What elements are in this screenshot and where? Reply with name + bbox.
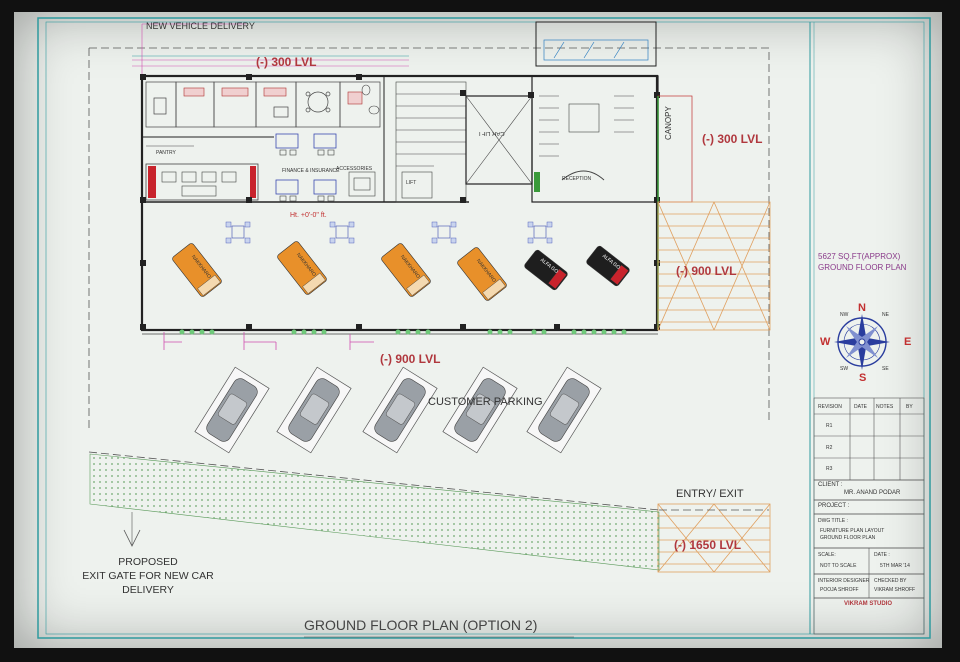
client-name: MR. ANAND PODAR <box>844 490 901 496</box>
area-label: 5627 SQ.FT(APPROX) <box>818 252 901 261</box>
compass-n: N <box>858 302 866 314</box>
finance-insurance-label: FINANCE & INSURANCE <box>282 168 340 174</box>
parked-car <box>362 366 438 454</box>
designer-name: POOJA SHROFF <box>820 587 859 593</box>
compass-icon <box>834 314 890 370</box>
proposed-line-2: EXIT GATE FOR NEW CAR <box>82 570 214 582</box>
compass-e: E <box>904 336 912 348</box>
dwg-title-label: DWG TITLE : <box>818 518 848 524</box>
accessories-label: ACCESSORIES <box>336 166 373 172</box>
pantry-label: PANTRY <box>156 150 176 156</box>
designer-label: INTERIOR DESIGNER <box>818 578 870 584</box>
rev-r2: R2 <box>826 445 833 451</box>
project-label: PROJECT : <box>818 503 850 509</box>
display-car: ALFA GO <box>586 245 630 287</box>
canopy-label: CANOPY <box>664 106 673 140</box>
compass-se: SE <box>882 366 889 372</box>
drawing-sheet: NAKKHARO NAKKHARO NAKKHARO NAKKHARO ALFA GO A… <box>14 12 942 648</box>
parked-car <box>442 366 518 454</box>
compass-w: W <box>820 336 831 348</box>
level-300-right-label: (-) 300 LVL <box>702 132 763 146</box>
customer-parking-cars <box>194 366 602 454</box>
level-900-bottom-label: (-) 900 LVL <box>380 352 441 366</box>
date-label: DATE : <box>874 552 890 558</box>
dwg-title-2: GROUND FLOOR PLAN <box>820 535 876 541</box>
display-car: NAKKHARO <box>277 241 327 295</box>
level-900-right-label: (-) 900 LVL <box>676 264 737 278</box>
display-car: NAKKHARO <box>457 247 507 301</box>
new-vehicle-delivery-label: NEW VEHICLE DELIVERY <box>146 21 255 31</box>
client-label: CLIENT : <box>818 482 843 488</box>
showroom-display-cars: NAKKHARO NAKKHARO NAKKHARO NAKKHARO ALFA GO A… <box>172 241 630 301</box>
floor-label: GROUND FLOOR PLAN <box>818 263 907 272</box>
customer-parking-label: CUSTOMER PARKING <box>428 396 543 408</box>
height-note: Ht. +0'-0" ft. <box>290 212 327 219</box>
rev-header-notes: NOTES <box>876 404 894 410</box>
parked-car <box>194 366 270 454</box>
date-value: 5TH MAR '14 <box>880 563 910 569</box>
proposed-line-1: PROPOSED <box>118 556 178 568</box>
scale-value: NOT TO SCALE <box>820 563 857 569</box>
checked-label: CHECKED BY <box>874 578 907 584</box>
checked-name: VIKRAM SHROFF <box>874 587 916 593</box>
scale-label: SCALE: <box>818 552 836 558</box>
rev-r3: R3 <box>826 466 833 472</box>
floor-plan-drawing: NAKKHARO NAKKHARO NAKKHARO NAKKHARO ALFA GO A… <box>37 17 931 639</box>
level-300-top-label: (-) 300 LVL <box>256 55 317 69</box>
dwg-title-1: FURNITURE PLAN LAYOUT <box>820 528 885 534</box>
compass-s: S <box>859 372 867 384</box>
compass-nw: NW <box>840 312 849 318</box>
entry-exit-label: ENTRY/ EXIT <box>676 488 744 500</box>
rev-header-date: DATE <box>854 404 867 410</box>
display-car: NAKKHARO <box>172 243 222 297</box>
studio-name: VIKRAM STUDIO <box>844 601 892 607</box>
parked-car <box>276 366 352 454</box>
compass-sw: SW <box>840 366 849 372</box>
rev-header-revision: REVISION <box>818 404 842 410</box>
display-car: ALFA GO <box>524 249 568 291</box>
parked-car <box>526 366 602 454</box>
plan-title: GROUND FLOOR PLAN (OPTION 2) <box>304 617 538 633</box>
display-car: NAKKHARO <box>381 243 431 297</box>
car-lift-label: CAR LIFT <box>478 130 505 136</box>
rev-header-by: BY <box>906 404 913 410</box>
proposed-line-3: DELIVERY <box>122 584 174 596</box>
compass-ne: NE <box>882 312 889 318</box>
reception-label: RECEPTION <box>562 176 592 182</box>
lift-label: LIFT <box>406 180 417 186</box>
rev-r1: R1 <box>826 423 833 429</box>
level-1650-label: (-) 1650 LVL <box>674 538 742 552</box>
